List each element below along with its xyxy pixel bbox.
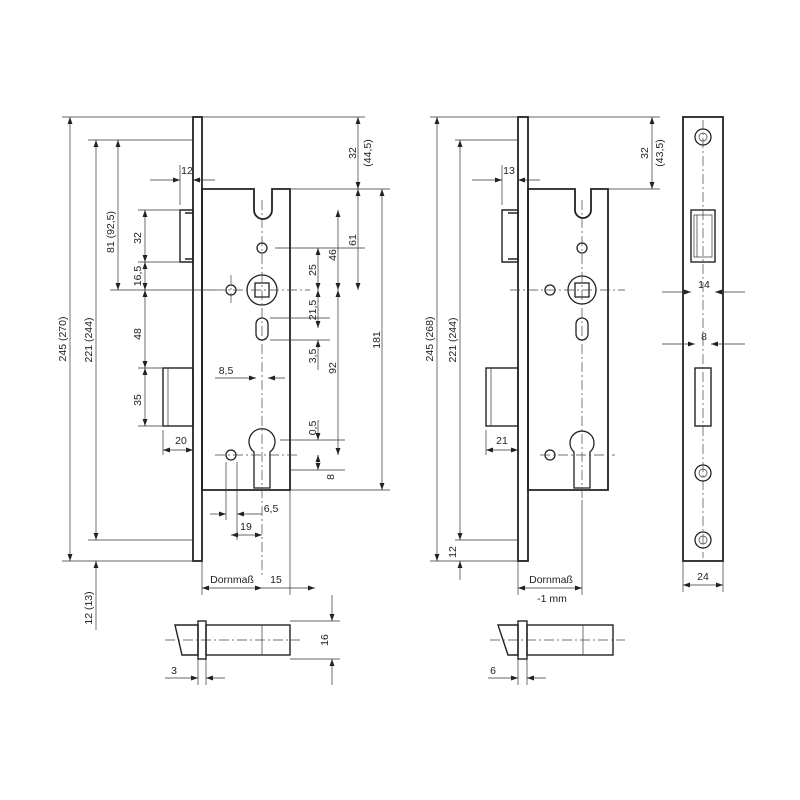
dim-0-5: 0,5 (307, 421, 319, 436)
dim-19: 19 (240, 521, 252, 533)
dim-21: 21 (496, 435, 508, 447)
left-latch (179, 209, 194, 263)
dim-25: 25 (307, 264, 319, 276)
dornmass-left: Dornmaß (210, 574, 254, 586)
dim-3-5: 3,5 (307, 349, 319, 364)
middle-latch (501, 209, 519, 263)
dim-46: 46 (327, 249, 339, 261)
left-faceplate (192, 116, 203, 562)
dim-6: 6 (490, 665, 496, 677)
left-lock-case (201, 188, 291, 491)
dim-3: 3 (171, 665, 177, 677)
dim-16: 16 (319, 634, 331, 646)
dim-32-latch: 32 (132, 232, 144, 244)
dim-44-5: (44,5) (362, 139, 374, 166)
dim-6-5: 6,5 (264, 503, 279, 515)
middle-lock-view: 245 (268) 221 (244) 13 32 (43,5) 21 12 D… (424, 116, 666, 685)
dim-43-5: (43,5) (654, 139, 666, 166)
dim-13: 13 (503, 165, 515, 177)
dim-20: 20 (175, 435, 187, 447)
dim-8-5: 8,5 (219, 365, 234, 377)
middle-deadbolt (485, 367, 519, 427)
dim-32-top: 32 (347, 147, 359, 159)
middle-faceplate (517, 116, 529, 562)
left-deadbolt (162, 367, 194, 427)
dim-14: 14 (698, 279, 710, 291)
dim-32-middle: 32 (639, 147, 651, 159)
dim-81-92-5: 81 (92,5) (105, 211, 117, 253)
dim-92: 92 (327, 362, 339, 374)
dim-15: 15 (270, 574, 282, 586)
dim-245-270: 245 (270) (57, 317, 69, 362)
dim-12: 12 (181, 165, 193, 177)
dim-12-middle: 12 (447, 546, 459, 558)
dim-16-5: 16,5 (132, 266, 144, 287)
dim-61: 61 (347, 234, 359, 246)
minus-1mm: -1 mm (537, 593, 567, 605)
dim-48: 48 (132, 328, 144, 340)
dim-24: 24 (697, 571, 709, 583)
dim-21-5: 21,5 (307, 300, 319, 321)
middle-lock-case (527, 188, 609, 491)
faceplate-front (682, 116, 724, 562)
dim-221-244-middle: 221 (244) (447, 318, 459, 363)
dim-221-244: 221 (244) (83, 318, 95, 363)
dim-8: 8 (325, 474, 337, 480)
dim-35: 35 (132, 394, 144, 406)
dornmass-middle: Dornmaß (529, 574, 573, 586)
left-lock-view: 245 (270) 221 (244) 81 (92,5) 32 16,5 48… (57, 116, 390, 685)
dim-245-268: 245 (268) (424, 317, 436, 362)
dim-8-right: 8 (701, 331, 707, 343)
dim-181: 181 (371, 331, 383, 349)
right-faceplate-view: 14 8 24 (662, 116, 745, 592)
dim-12-13: 12 (13) (83, 591, 95, 624)
